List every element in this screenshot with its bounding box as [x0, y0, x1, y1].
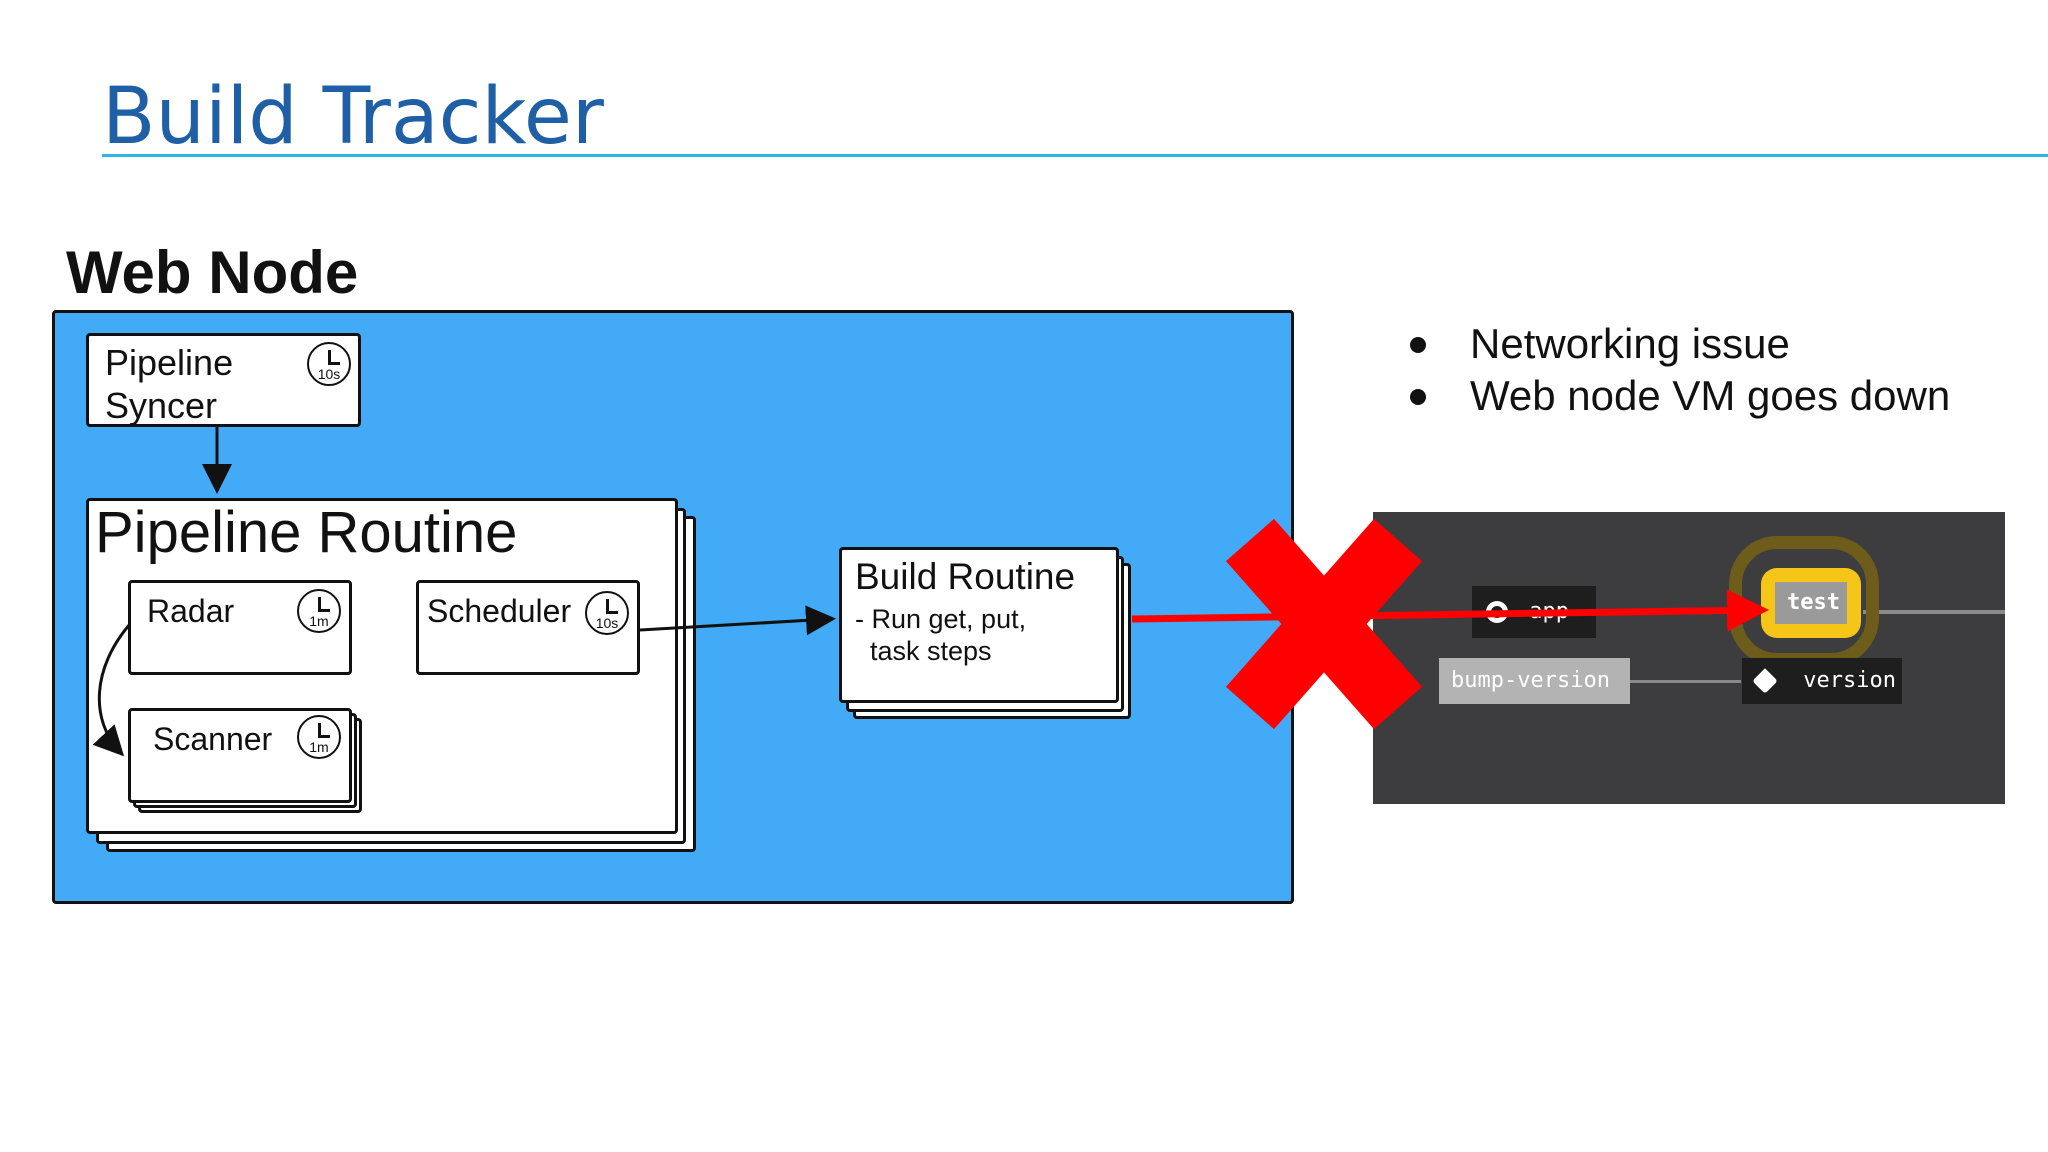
title-divider [102, 154, 2048, 157]
scanner-interval: 1m [309, 739, 329, 755]
build-routine-desc-line2: task steps [870, 636, 992, 666]
resource-version-label: version [1803, 668, 1896, 693]
radar-interval: 1m [309, 613, 329, 629]
web-node-label: Web Node [66, 239, 359, 306]
pipeline-syncer-box: Pipeline Syncer 10s [86, 333, 361, 427]
arrow-radar-to-scanner [92, 623, 132, 757]
pipeline-syncer-label-line1: Pipeline [105, 342, 234, 383]
scheduler-interval: 10s [595, 615, 619, 631]
build-routine-label: Build Routine [855, 556, 1076, 597]
bullet-item: Web node VM goes down [1404, 370, 1950, 422]
job-test[interactable]: test [1775, 582, 1847, 624]
scanner-label: Scanner [153, 721, 273, 757]
build-routine-box: Build Routine - Run get, put, task steps [839, 547, 1119, 703]
broken-link-arrow [1131, 589, 1769, 632]
clock-icon: 1m [297, 589, 341, 633]
pipeline-syncer-interval: 10s [317, 366, 341, 382]
pipeline-syncer-label-line2: Syncer [105, 385, 218, 426]
scheduler-label: Scheduler [427, 593, 572, 629]
failure-x-icon [1225, 518, 1423, 730]
resource-version[interactable]: version [1742, 658, 1902, 704]
clock-icon: 10s [307, 342, 351, 386]
scanner-box: Scanner 1m [128, 708, 352, 803]
build-routine-desc-line1: - Run get, put, [855, 604, 1027, 634]
clock-icon: 10s [585, 591, 629, 635]
radar-box: Radar 1m [128, 580, 352, 675]
radar-label: Radar [147, 593, 235, 629]
job-test-label: test [1787, 590, 1840, 615]
job-bump-version[interactable]: bump-version [1439, 658, 1630, 704]
clock-icon: 1m [297, 715, 341, 759]
arrow-scheduler-to-build [639, 605, 836, 636]
slide-title: Build Tracker [102, 72, 604, 162]
bullet-item: Networking issue [1404, 318, 1950, 370]
job-bump-version-label: bump-version [1451, 668, 1610, 693]
bullet-list: Networking issue Web node VM goes down [1404, 318, 1950, 422]
pipeline-routine-label: Pipeline Routine [95, 500, 518, 565]
connector-line [1863, 610, 2005, 614]
connector-line [1609, 680, 1741, 683]
scheduler-box: Scheduler 10s [416, 580, 640, 675]
